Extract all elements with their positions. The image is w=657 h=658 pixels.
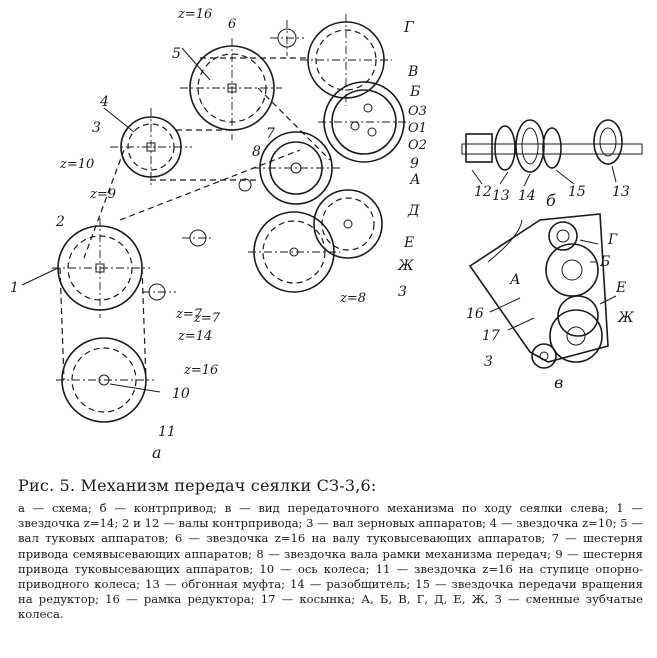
label-5: 5 xyxy=(172,46,181,62)
label-g: Г xyxy=(403,18,415,36)
caption-body: а — схема; б — контрпривод; в — вид пере… xyxy=(18,501,643,622)
panel-b-sublabel: б xyxy=(546,191,556,210)
label-zh: Ж xyxy=(397,258,415,274)
label-z8: z=8 xyxy=(339,291,366,306)
label-d: Д xyxy=(407,203,420,219)
label-e: Е xyxy=(403,235,414,251)
label-2: 2 xyxy=(55,214,65,230)
label-z16-bottom: z=16 xyxy=(183,363,218,378)
label-a: А xyxy=(409,172,421,188)
label-o1: O1 xyxy=(408,121,427,136)
label-14: 14 xyxy=(518,188,536,204)
label-11: 11 xyxy=(158,424,176,440)
label-b: Б xyxy=(409,84,420,100)
label-9: 9 xyxy=(410,156,419,172)
panel-c-sublabel: в xyxy=(554,373,563,392)
label-13b: 13 xyxy=(612,184,630,200)
label-1: 1 xyxy=(10,280,19,296)
label-12: 12 xyxy=(474,184,492,200)
figure-caption: Рис. 5. Механизм передач сеялки СЗ-3,6: … xyxy=(18,476,643,623)
label-c-b: Б xyxy=(599,254,610,270)
panel-c-transmission xyxy=(468,213,617,369)
panel-b-counterdrive xyxy=(461,119,643,187)
label-c-zh: Ж xyxy=(617,310,635,326)
label-7: 7 xyxy=(266,126,275,142)
label-4: 4 xyxy=(99,94,109,110)
label-8: 8 xyxy=(252,144,261,160)
label-z7-right: z=7 xyxy=(193,311,221,326)
mechanism-figure: z=16 6 Г 5 В Б O3 O1 O2 4 3 z=10 7 8 9 А… xyxy=(10,7,643,462)
label-15: 15 xyxy=(568,184,586,200)
label-17: 17 xyxy=(482,328,500,344)
panel-a-schematic xyxy=(21,14,410,423)
label-z9: z=9 xyxy=(89,187,116,202)
label-c-e: Е xyxy=(615,280,626,296)
label-6: 6 xyxy=(228,17,236,32)
label-o3: O3 xyxy=(408,104,427,119)
panel-a-sublabel: а xyxy=(152,443,162,462)
label-z14: z=14 xyxy=(177,329,212,344)
label-10: 10 xyxy=(172,386,190,402)
label-z10: z=10 xyxy=(59,157,94,172)
caption-title: Рис. 5. Механизм передач сеялки СЗ-3,6: xyxy=(18,476,377,495)
label-16: 16 xyxy=(466,306,484,322)
label-v: В xyxy=(407,64,418,80)
label-z7-left: z=7 xyxy=(175,307,203,322)
label-3: 3 xyxy=(92,120,101,136)
label-c-3: 3 xyxy=(484,354,493,370)
label-c-a: А xyxy=(509,272,521,288)
label-o2: O2 xyxy=(408,138,427,153)
label-z16-top: z=16 xyxy=(177,7,212,22)
label-c-g: Г xyxy=(607,232,618,248)
label-13a: 13 xyxy=(492,188,510,204)
label-3-lower: 3 xyxy=(398,284,407,300)
